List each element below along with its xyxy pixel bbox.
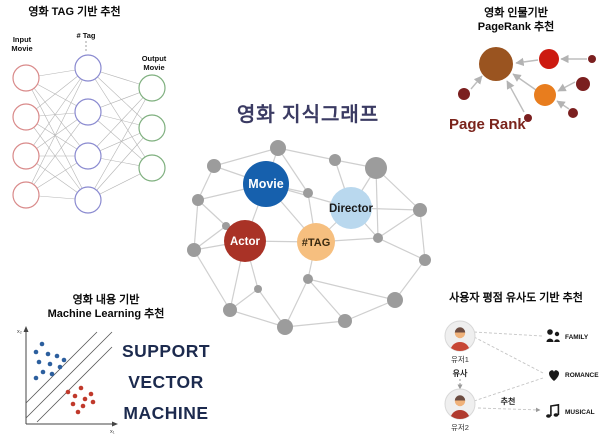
pagerank-arrows (470, 54, 587, 113)
knowledge-graph: Movie Director Actor #TAG (187, 140, 431, 335)
svm-title-line1: 영화 내용 기반 (72, 294, 140, 306)
kg-tag-node (297, 223, 335, 261)
family-icon (546, 329, 560, 342)
svm-xaxis-label: x₁ (110, 429, 115, 435)
svm-margin-lines (25, 331, 113, 423)
nn-tag-label: # Tag (76, 31, 95, 40)
kg-movie-node (243, 161, 289, 207)
svm-section-title: 영화 내용 기반 Machine Learning 추천 (8, 293, 204, 322)
kg-actor-node (224, 220, 266, 262)
pagerank-hub-node (479, 47, 513, 81)
user1-avatar-figure (450, 327, 470, 351)
user-sim-section-title: 사용자 평점 유사도 기반 추천 (449, 292, 583, 304)
kg-director-node (330, 187, 372, 229)
svm-yaxis-arrow (23, 326, 29, 332)
pagerank-label: Page Rank (449, 116, 526, 133)
recommend-label: 추천 (501, 396, 516, 406)
user-genre-links (473, 331, 544, 413)
nn-hidden-layer (74, 54, 102, 214)
pagerank-graph: Page Rank (449, 47, 596, 133)
svm-word-machine: MACHINE (123, 403, 209, 423)
user2-avatar-figure (450, 395, 470, 419)
kg-actor-label: Actor (230, 236, 261, 248)
nn-output-label-line2: Movie (143, 63, 164, 72)
kg-tag-label: #TAG (302, 237, 331, 249)
heart-icon (548, 370, 560, 381)
nn-input-layer (12, 64, 40, 209)
svm-yaxis-label: x₂ (17, 329, 22, 335)
nn-input-label-line1: Input (13, 35, 32, 44)
svm-axes (25, 330, 114, 425)
pagerank-orange-node (534, 84, 556, 106)
knowledge-graph-title: 영화 지식그래프 (236, 104, 380, 126)
svm-word-vector: VECTOR (128, 372, 204, 392)
user2-label: 유저2 (451, 423, 469, 432)
pagerank-small-nodes (458, 55, 596, 122)
pagerank-section-title: 영화 인물기반 PageRank 추천 (436, 6, 596, 35)
music-note-icon (546, 403, 560, 418)
similar-label: 유사 (453, 368, 468, 378)
user1-label: 유저1 (451, 355, 469, 364)
svm-xaxis-arrow (112, 421, 118, 427)
svm-red-points (65, 385, 96, 415)
genre-romance-label: ROMANCE (565, 372, 599, 379)
nn-connections (25, 67, 153, 201)
nn-section-title: 영화 TAG 기반 추천 (28, 6, 121, 18)
user-similarity-diagram: 유저1 유사 유저2 추천 FAMILY ROMANCE MUSICAL (444, 320, 599, 432)
svm-blue-points (33, 341, 67, 381)
kg-plain-nodes (187, 140, 431, 335)
neural-network-diagram: Input Movie # Tag Output Movie (11, 31, 167, 214)
nn-output-layer (138, 74, 166, 182)
kg-director-label: Director (329, 203, 374, 215)
pagerank-title-line1: 영화 인물기반 (484, 7, 548, 19)
kg-movie-label: Movie (248, 177, 283, 191)
svm-title-line2: Machine Learning 추천 (47, 308, 165, 321)
nn-output-label-line1: Output (142, 54, 167, 63)
svm-word-support: SUPPORT (121, 341, 211, 361)
nn-input-label-line2: Movie (11, 44, 32, 53)
pagerank-red-node (539, 49, 559, 69)
genre-family-label: FAMILY (565, 334, 589, 341)
svm-words: SUPPORT VECTOR MACHINE (114, 336, 218, 429)
genre-musical-label: MUSICAL (565, 409, 595, 416)
pagerank-title-line2: PageRank 추천 (477, 21, 555, 34)
svm-plot: x₂ x₁ (17, 326, 118, 435)
